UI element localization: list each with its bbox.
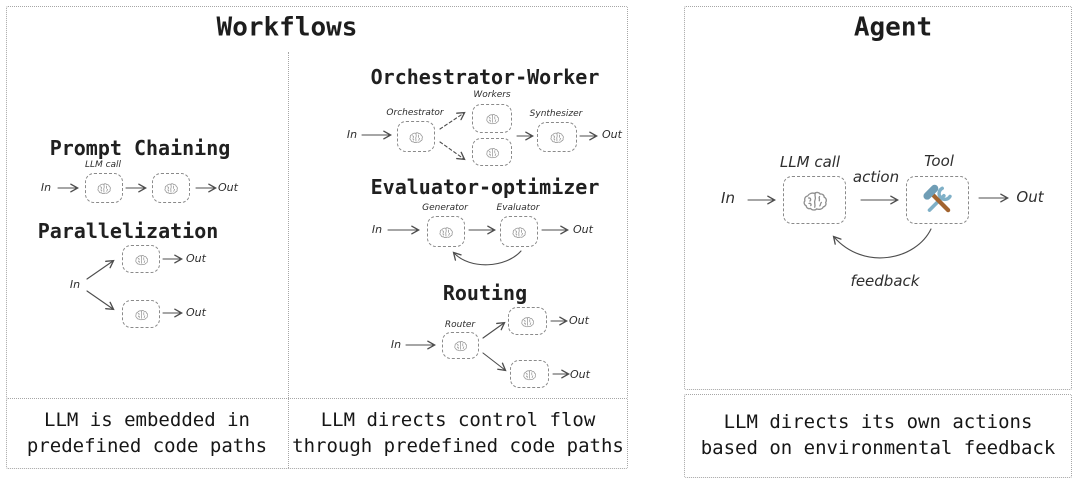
brain-icon bbox=[133, 251, 150, 268]
synthesizer-box bbox=[537, 122, 577, 152]
agent-llm-call-label: LLM call bbox=[779, 152, 841, 171]
orchestrator-box bbox=[397, 121, 435, 152]
in-label: In bbox=[721, 188, 735, 207]
agent-llm-box bbox=[783, 176, 846, 224]
out-label: Out bbox=[602, 127, 622, 141]
brain-icon bbox=[452, 337, 469, 354]
brain-icon bbox=[133, 306, 150, 323]
evaluator-optimizer-title: Evaluator-optimizer bbox=[370, 175, 600, 199]
workflows-column-divider bbox=[288, 52, 289, 468]
in-label: In bbox=[40, 180, 52, 194]
brain-icon bbox=[484, 110, 501, 127]
in-label: In bbox=[346, 127, 358, 141]
parallelization-llm-box-1 bbox=[122, 245, 160, 273]
out-label: Out bbox=[218, 180, 238, 194]
in-label: In bbox=[390, 337, 402, 351]
caption-line: LLM is embedded in bbox=[44, 409, 250, 431]
parallelization-title: Parallelization bbox=[37, 219, 219, 243]
routing-llm-box-1 bbox=[508, 307, 547, 335]
out-label: Out bbox=[1016, 187, 1044, 206]
routing-llm-box-2 bbox=[510, 360, 549, 388]
orchestrator-label: Orchestrator bbox=[386, 108, 444, 119]
worker-box-2 bbox=[472, 138, 512, 166]
agent-panel bbox=[684, 6, 1072, 390]
in-label: In bbox=[69, 277, 81, 291]
brain-icon bbox=[162, 179, 180, 197]
brain-icon bbox=[437, 223, 455, 241]
workers-label: Workers bbox=[473, 90, 511, 101]
action-label: action bbox=[852, 167, 900, 186]
agent-title: Agent bbox=[853, 12, 933, 43]
evaluator-label: Evaluator bbox=[496, 203, 540, 214]
prompt-chaining-llm-box-1 bbox=[85, 173, 123, 203]
caption-line: predefined code paths bbox=[26, 435, 268, 457]
generator-label: Generator bbox=[422, 203, 468, 214]
hammer-wrench-icon bbox=[921, 183, 955, 217]
prompt-chaining-title: Prompt Chaining bbox=[49, 136, 231, 160]
workflows-caption-embedded: LLM is embedded in predefined code paths bbox=[27, 407, 267, 459]
workflows-caption-row bbox=[6, 398, 628, 469]
workflows-caption-control-flow: LLM directs control flow through predefi… bbox=[292, 407, 624, 459]
agent-tool-label: Tool bbox=[924, 151, 954, 170]
brain-icon bbox=[95, 179, 113, 197]
router-box bbox=[442, 332, 479, 359]
brain-icon bbox=[799, 184, 831, 216]
brain-icon bbox=[521, 366, 538, 383]
agent-tool-box bbox=[906, 176, 969, 224]
brain-icon bbox=[407, 128, 425, 146]
out-label: Out bbox=[569, 313, 589, 327]
caption-line: LLM directs control flow bbox=[320, 409, 596, 431]
brain-icon bbox=[484, 144, 501, 161]
agent-caption-box bbox=[684, 394, 1072, 478]
caption-line: LLM directs its own actions bbox=[723, 411, 1033, 433]
workflows-title: Workflows bbox=[216, 12, 358, 43]
brain-icon bbox=[548, 128, 566, 146]
out-label: Out bbox=[186, 251, 206, 265]
agent-caption: LLM directs its own actions based on env… bbox=[701, 409, 1056, 461]
generator-box bbox=[427, 216, 465, 247]
router-label: Router bbox=[444, 320, 476, 331]
out-label: Out bbox=[570, 367, 590, 381]
in-label: In bbox=[371, 222, 383, 236]
caption-line: based on environmental feedback bbox=[700, 437, 1056, 459]
out-label: Out bbox=[186, 305, 206, 319]
routing-title: Routing bbox=[442, 281, 528, 305]
out-label: Out bbox=[573, 222, 593, 236]
prompt-chaining-llm-box-2 bbox=[152, 173, 190, 203]
parallelization-llm-box-2 bbox=[122, 300, 160, 328]
caption-line: through predefined code paths bbox=[292, 435, 624, 457]
orchestrator-worker-title: Orchestrator-Worker bbox=[370, 65, 600, 89]
evaluator-box bbox=[500, 216, 538, 247]
synthesizer-label: Synthesizer bbox=[529, 109, 583, 120]
brain-icon bbox=[510, 223, 528, 241]
brain-icon bbox=[519, 313, 536, 330]
llm-call-label: LLM call bbox=[84, 160, 122, 171]
worker-box-1 bbox=[472, 104, 512, 133]
feedback-label: feedback bbox=[850, 271, 920, 290]
